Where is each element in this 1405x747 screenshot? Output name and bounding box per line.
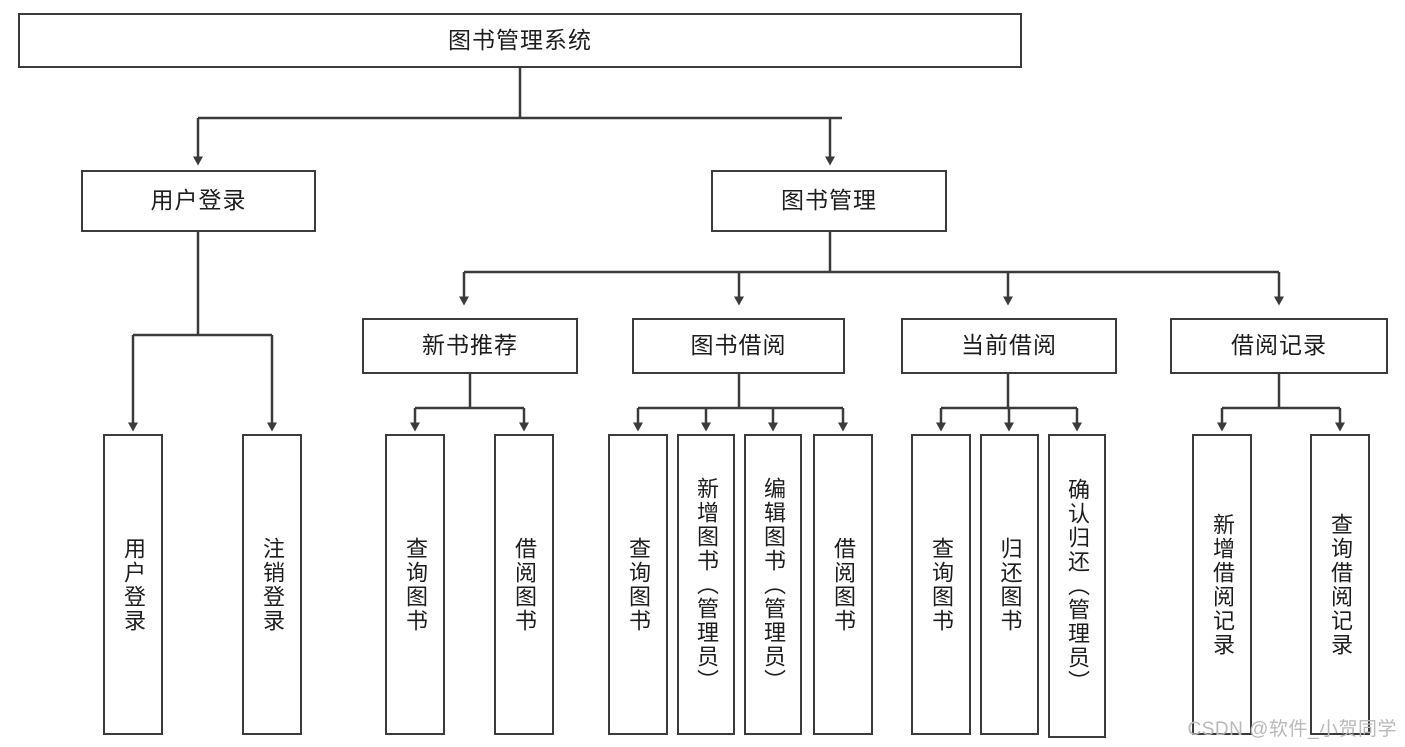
leaf-borrow-book-borrow[interactable]: 借阅图书 — [813, 434, 873, 735]
node-label: 用户登录 — [150, 187, 247, 214]
node-label: 查询图书 — [402, 536, 428, 633]
node-new-book-recommend[interactable]: 新书推荐 — [362, 318, 578, 374]
node-label: 编辑图书（管理员） — [760, 476, 786, 693]
leaf-add-book-admin[interactable]: 新增图书（管理员） — [677, 434, 735, 735]
node-label: 归还图书 — [997, 536, 1023, 633]
watermark-text: CSDN @软件_小贺同学 — [1187, 719, 1397, 740]
node-label: 新书推荐 — [422, 332, 518, 359]
node-label: 借阅记录 — [1231, 332, 1327, 359]
node-book-borrow[interactable]: 图书借阅 — [632, 318, 845, 374]
leaf-query-borrow-record[interactable]: 查询借阅记录 — [1310, 434, 1370, 735]
node-label: 确认归还（管理员） — [1064, 478, 1090, 694]
node-label: 查询图书 — [928, 536, 954, 633]
node-label: 用户登录 — [120, 536, 146, 633]
node-label: 图书管理系统 — [448, 26, 592, 53]
leaf-query-book-current[interactable]: 查询图书 — [911, 434, 971, 735]
node-label: 新增图书（管理员） — [693, 476, 719, 693]
leaf-query-book-recommend[interactable]: 查询图书 — [385, 434, 445, 735]
node-user-login[interactable]: 用户登录 — [81, 170, 316, 232]
leaf-add-borrow-record[interactable]: 新增借阅记录 — [1192, 434, 1252, 735]
node-label: 当前借阅 — [961, 332, 1057, 359]
node-label: 借阅图书 — [830, 536, 856, 633]
leaf-logout-login[interactable]: 注销登录 — [242, 434, 302, 735]
leaf-confirm-return-admin[interactable]: 确认归还（管理员） — [1048, 434, 1106, 738]
leaf-edit-book-admin[interactable]: 编辑图书（管理员） — [744, 434, 802, 735]
node-root-book-management-system[interactable]: 图书管理系统 — [18, 13, 1022, 68]
node-label: 图书借阅 — [690, 332, 787, 359]
node-label: 查询图书 — [625, 536, 651, 633]
node-label: 注销登录 — [259, 536, 285, 633]
node-label: 新增借阅记录 — [1209, 512, 1235, 657]
leaf-borrow-book-recommend[interactable]: 借阅图书 — [494, 434, 554, 735]
node-label: 借阅图书 — [511, 536, 537, 633]
node-current-borrow[interactable]: 当前借阅 — [901, 318, 1117, 374]
node-label: 图书管理 — [781, 187, 877, 214]
leaf-return-book[interactable]: 归还图书 — [980, 434, 1039, 735]
node-label: 查询借阅记录 — [1327, 512, 1353, 657]
leaf-query-book-borrow[interactable]: 查询图书 — [608, 434, 668, 735]
leaf-user-login[interactable]: 用户登录 — [103, 434, 163, 735]
node-borrow-record[interactable]: 借阅记录 — [1170, 318, 1388, 374]
node-book-management[interactable]: 图书管理 — [711, 170, 947, 232]
